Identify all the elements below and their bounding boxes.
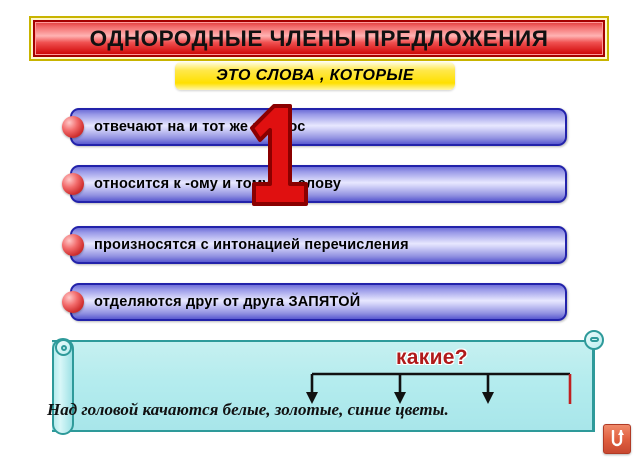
example-sentence: Над головой качаются белые, золотые, син… (47, 400, 449, 419)
subtitle-badge: ЭТО СЛОВА , КОТОРЫЕ (175, 62, 455, 90)
page-title: ОДНОРОДНЫЕ ЧЛЕНЫ ПРЕДЛОЖЕНИЯ (33, 20, 605, 57)
rule-bar-2[interactable]: относится к -ому и тому же слову (70, 165, 567, 203)
rule-bar-1-label: отвечают на и тот же вопрос (94, 119, 306, 135)
subtitle-text: ЭТО СЛОВА , КОТОРЫЕ (216, 67, 414, 84)
rule-bar-3[interactable]: произносятся с интонацией перечисления (70, 226, 567, 264)
page-title-text: ОДНОРОДНЫЕ ЧЛЕНЫ ПРЕДЛОЖЕНИЯ (89, 25, 549, 51)
bullet-sphere-icon-3 (62, 234, 84, 256)
scroll-right-edge (592, 340, 595, 432)
rule-bar-4-label: отделяются друг от друга ЗАПЯТОЙ (94, 294, 361, 310)
example-scroll-panel (8, 330, 630, 442)
rule-bar-3-label: произносятся с интонацией перечисления (94, 237, 409, 253)
rule-bar-2-label: относится к -ому и тому же слову (94, 176, 342, 192)
rule-bar-1[interactable]: отвечают на и тот же вопрос (70, 108, 567, 146)
scroll-curl-top-right-icon (584, 330, 604, 350)
bullet-sphere-icon-2 (62, 173, 84, 195)
return-arrow-icon (611, 430, 624, 447)
bullet-sphere-icon-4 (62, 291, 84, 313)
return-button[interactable] (603, 424, 631, 454)
question-label: какие? (396, 346, 468, 369)
scroll-body (52, 340, 594, 432)
scroll-curl-top-left-icon (55, 339, 72, 356)
rule-bar-4[interactable]: отделяются друг от друга ЗАПЯТОЙ (70, 283, 567, 321)
bullet-sphere-icon-1 (62, 116, 84, 138)
